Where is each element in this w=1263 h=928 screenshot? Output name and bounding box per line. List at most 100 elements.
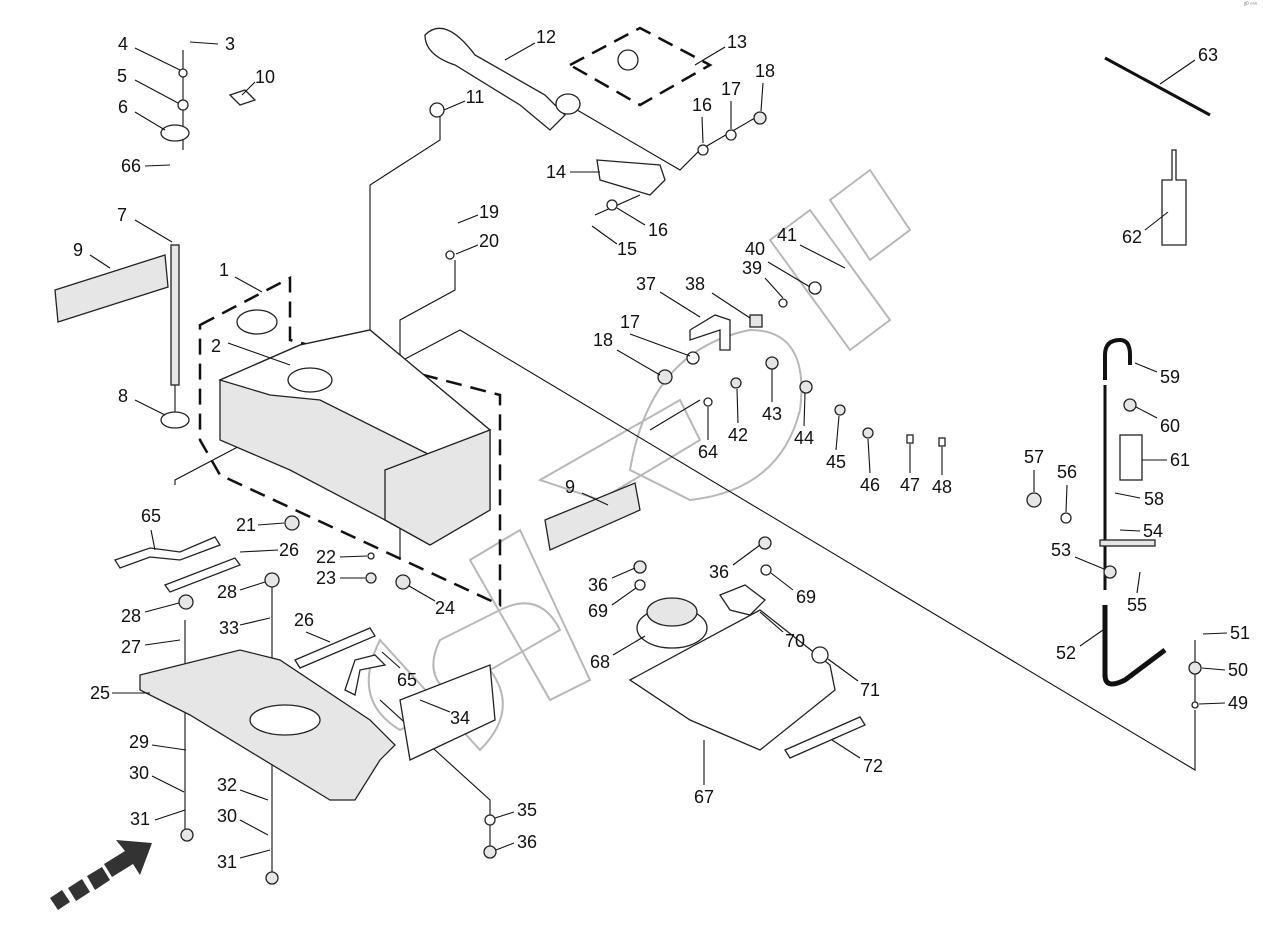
callout-leader: [457, 214, 479, 224]
callout-number: 6: [118, 97, 128, 117]
callout-leader: [144, 602, 180, 613]
callout-number: 41: [777, 225, 797, 245]
callout-number: 66: [121, 156, 141, 176]
callout-number: 9: [73, 240, 83, 260]
callout-leader: [1074, 556, 1105, 570]
callout-leader: [827, 658, 859, 682]
callout-leader: [1159, 59, 1196, 85]
callout-number: 21: [236, 515, 256, 535]
callout-leader: [759, 611, 784, 633]
watermark-logo: [367, 168, 912, 752]
callout-number: 11: [466, 87, 485, 107]
callout-leader: [239, 617, 271, 626]
fuel-line-59: [1103, 337, 1132, 380]
callout-leader: [151, 775, 185, 793]
callout-number: 59: [1160, 367, 1180, 387]
bracket: [596, 159, 666, 196]
callout-number: 42: [728, 425, 748, 445]
callout-number: 47: [900, 475, 920, 495]
callout-number: 24: [435, 598, 455, 618]
callout-leader: [455, 244, 479, 255]
clip-70: [719, 584, 766, 616]
oring-71: [811, 646, 829, 664]
callout-number: 72: [863, 756, 883, 776]
callout-leader: [760, 82, 764, 112]
callout-number: 49: [1228, 693, 1248, 713]
callout-number: 28: [121, 606, 141, 626]
callout-leader: [1202, 632, 1228, 635]
callout-leader: [494, 811, 515, 819]
callout-leader: [616, 349, 661, 376]
callout-leader: [1135, 406, 1158, 419]
callout-leader: [732, 544, 761, 566]
strip-65b: [344, 654, 387, 696]
callout-leader: [659, 291, 701, 318]
callout-number: 54: [1143, 521, 1163, 541]
plate-6: [160, 124, 190, 142]
callout-leader: [867, 438, 871, 474]
callout-number: 58: [1144, 489, 1164, 509]
sealant-tube: [1161, 149, 1187, 246]
callout-leader: [591, 225, 618, 245]
callout-number: 56: [1057, 462, 1077, 482]
callout-number: 4: [118, 34, 128, 54]
callout-leader: [835, 415, 840, 451]
guard-frame: [399, 664, 496, 761]
callout-number: 68: [590, 652, 610, 672]
callout-number: 53: [1051, 540, 1071, 560]
callout-number: 23: [316, 568, 336, 588]
callout-number: 10: [255, 67, 275, 87]
callout-number: 70: [785, 631, 805, 651]
cap-kit-box: [567, 26, 713, 107]
front-direction-arrow-icon: [50, 840, 152, 910]
callout-number: 18: [755, 61, 775, 81]
callout-leader: [89, 254, 111, 269]
callout-number: 22: [316, 547, 336, 567]
callout-leader: [1144, 211, 1169, 231]
callout-leader: [1065, 484, 1068, 513]
callout-number: 13: [727, 32, 747, 52]
callout-number: 37: [636, 274, 656, 294]
strip-72: [784, 716, 866, 759]
callout-leader: [239, 849, 271, 859]
callout-leader: [831, 739, 861, 759]
callout-leader: [134, 79, 179, 104]
callout-number: 36: [588, 575, 608, 595]
callout-number: 50: [1228, 660, 1248, 680]
callout-number: 16: [692, 95, 712, 115]
label-9-left: [54, 254, 169, 323]
fuel-tank: [218, 329, 492, 546]
callout-leader: [504, 42, 536, 61]
callout-leader: [134, 219, 173, 243]
callout-number: 29: [129, 732, 149, 752]
callout-leader: [239, 819, 269, 836]
fuel-hose-52: [1102, 605, 1167, 687]
callout-leader: [134, 399, 166, 416]
callout-leader: [1114, 492, 1141, 499]
callout-leader: [803, 392, 806, 427]
callout-number: 1: [219, 260, 229, 280]
callout-number: 51: [1230, 623, 1250, 643]
callout-number: 17: [620, 312, 640, 332]
callout-number: 14: [546, 162, 566, 182]
callout-leader: [381, 651, 401, 669]
callout-number: 31: [130, 809, 150, 829]
callout-number: 45: [826, 452, 846, 472]
callout-number: 30: [217, 806, 237, 826]
corner-mark: ᵍᴰ ⁿⁿⁿ: [1243, 2, 1257, 8]
filler-neck: [424, 27, 566, 131]
callout-number: 63: [1198, 45, 1218, 65]
callout-number: 52: [1056, 643, 1076, 663]
callout-leader: [239, 549, 279, 553]
callout-number: 30: [129, 763, 149, 783]
callout-number: 27: [121, 637, 141, 657]
callout-number: 3: [225, 34, 235, 54]
fuel-cap: [236, 309, 278, 335]
callout-number: 36: [709, 562, 729, 582]
callout-leader: [189, 41, 219, 45]
callout-leader: [1119, 529, 1141, 532]
callout-number: 5: [117, 66, 127, 86]
